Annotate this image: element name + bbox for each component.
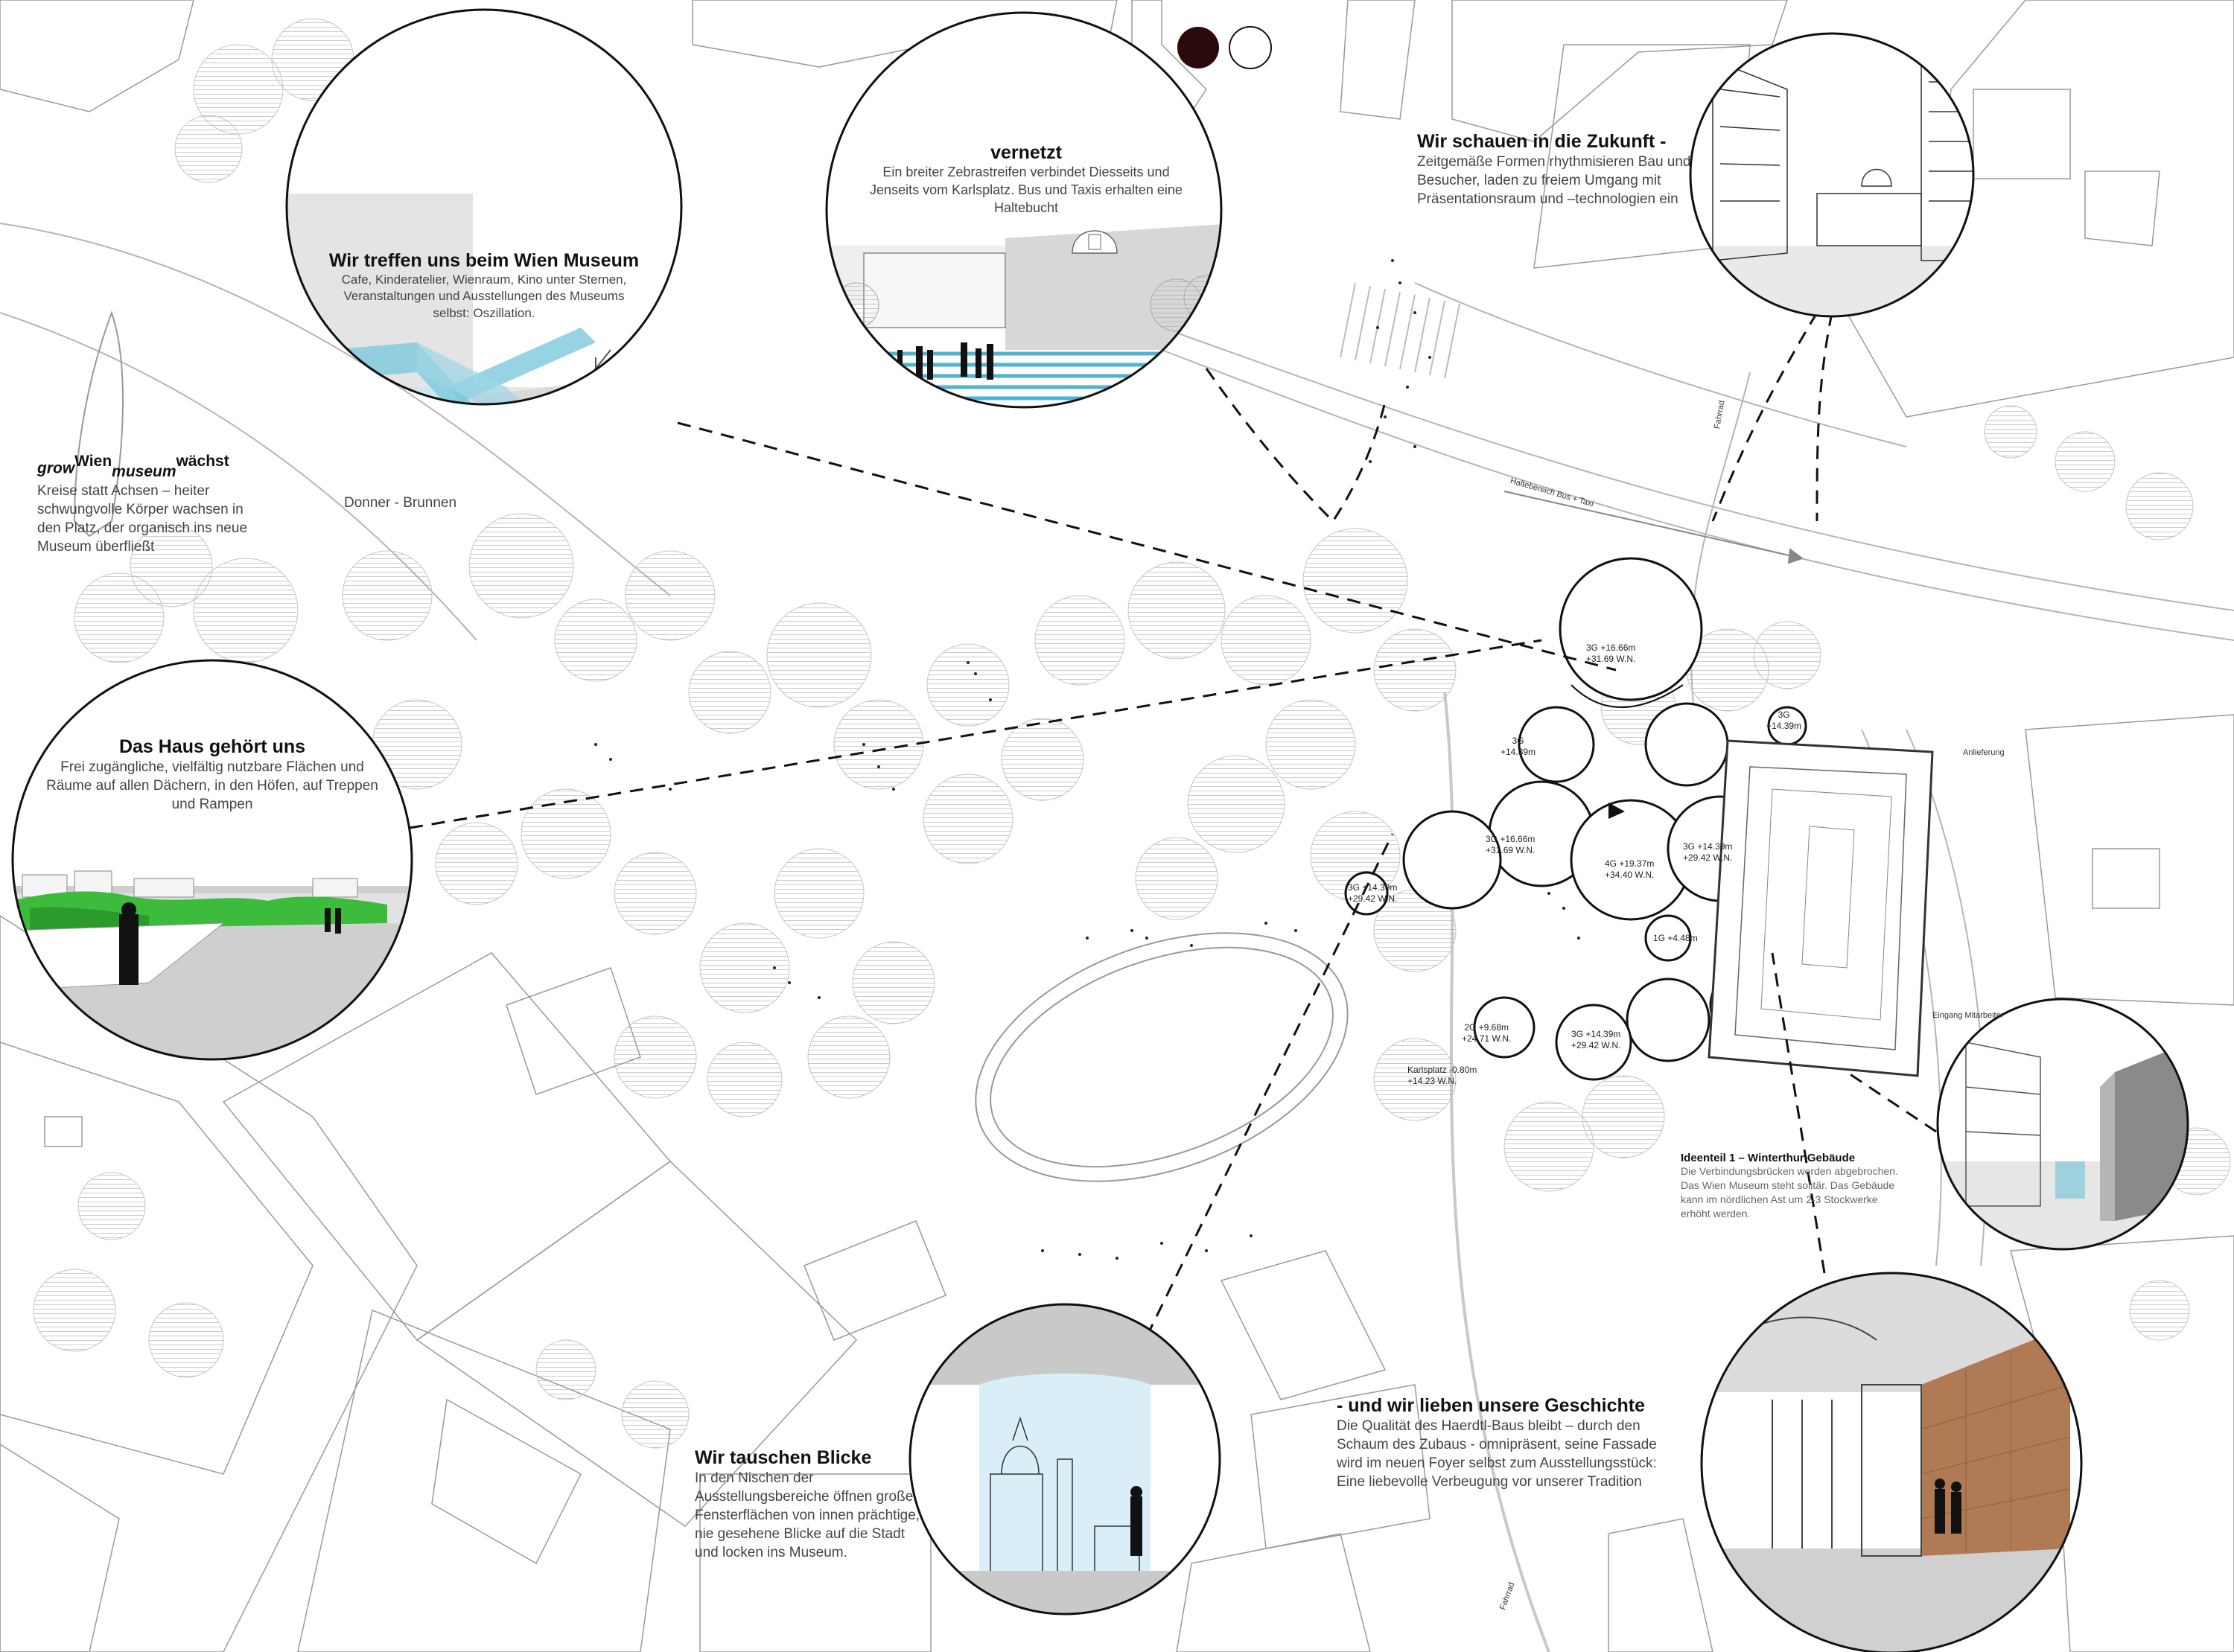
bus-arrow bbox=[1503, 491, 1804, 564]
bubble-label: 3G +14.39m +29.42 W.N. bbox=[1683, 841, 1733, 863]
entrance-arrow bbox=[1608, 803, 1625, 819]
caption-title: Wir tauschen Blicke bbox=[695, 1447, 872, 1468]
caption-vernetzt: vernetzt Ein breiter Zebrastreifen verbi… bbox=[870, 141, 1183, 217]
caption-text: Kreise statt Achsen – heiter schwungvoll… bbox=[37, 482, 248, 555]
bubble-label: 3G +14.39m bbox=[1501, 736, 1536, 757]
caption-text: In den Nischen der Ausstellungsbereiche … bbox=[695, 1470, 920, 1561]
caption-title: growWienmuseumwächst bbox=[37, 453, 268, 482]
caption-text: Frei zugängliche, vielfältig nutzbare Fl… bbox=[46, 759, 378, 813]
dashed-connectors bbox=[409, 312, 1937, 1337]
caption-geschichte: - und wir lieben unsere Geschichte Die Q… bbox=[1337, 1394, 1679, 1491]
trees bbox=[33, 18, 2231, 1449]
vignette-wien-museum bbox=[285, 8, 683, 406]
caption-title: vernetzt bbox=[990, 142, 1062, 163]
caption-title: Das Haus gehört uns bbox=[118, 736, 306, 757]
caption-text: Ein breiter Zebrastreifen verbindet Dies… bbox=[870, 165, 1183, 215]
label-eingang-mitarbeiter: Eingang Mitarbeiter bbox=[1932, 1011, 2004, 1020]
haerdtl-building bbox=[1708, 739, 1934, 1077]
pond bbox=[975, 932, 1349, 1182]
caption-haus: Das Haus gehört uns Frei zugängliche, vi… bbox=[41, 736, 384, 814]
caption-title: - und wir lieben unsere Geschichte bbox=[1337, 1395, 1645, 1416]
caption-zukunft: Wir schauen in die Zukunft - Zeitgemäße … bbox=[1417, 130, 1730, 208]
vignette-zukunft bbox=[1689, 32, 1975, 318]
bubble-connectors bbox=[1571, 684, 1684, 708]
vignette-haus bbox=[11, 659, 413, 1061]
caption-blicke: Wir tauschen Blicke In den Nischen der A… bbox=[695, 1447, 926, 1562]
grow-word: grow bbox=[37, 459, 75, 477]
caption-ideenteil: Ideenteil 1 – Winterthur Gebäude Die Ver… bbox=[1681, 1152, 1904, 1221]
bubble-label: 3G +16.66m +31.69 W.N. bbox=[1586, 642, 1636, 664]
bubble-label: 3G +16.66m +31.69 W.N. bbox=[1486, 834, 1536, 855]
bubble-label: 2G +9.68m +24.71 W.N. bbox=[1462, 1022, 1512, 1044]
bubble-label: 3G +14.39m +29.42 W.N. bbox=[1348, 882, 1398, 904]
dot-filled bbox=[1177, 27, 1219, 68]
label-anlieferung: Anlieferung bbox=[1963, 748, 2005, 757]
caption-title: Wir schauen in die Zukunft - bbox=[1417, 131, 1667, 152]
bubble-label: 3G +14.39m bbox=[1766, 709, 1802, 731]
caption-text: Die Verbindungsbrücken werden abgebroche… bbox=[1681, 1165, 1898, 1219]
bubble-label: 1G +4.48m bbox=[1653, 933, 1698, 943]
caption-wien-museum: Wir treffen uns beim Wien Museum Cafe, K… bbox=[328, 249, 640, 322]
label-donner-brunnen: Donner - Brunnen bbox=[344, 495, 457, 511]
bubble-label: 4G +19.37m +34.40 W.N. bbox=[1605, 858, 1655, 880]
boat-outline bbox=[73, 310, 124, 538]
vignette-blicke bbox=[908, 1303, 1221, 1616]
vignette-vernetzt bbox=[825, 11, 1223, 409]
wien-word: Wien bbox=[74, 453, 112, 470]
vignette-winterthur bbox=[1936, 998, 2189, 1251]
bubble-label: Karlsplatz -0.80m +14.23 W.N. bbox=[1407, 1065, 1477, 1086]
caption-text: Zeitgemäße Formen rhythmisieren Bau und … bbox=[1417, 154, 1691, 208]
vignette-geschichte bbox=[1700, 1272, 2083, 1652]
museum-word: museum bbox=[112, 463, 176, 481]
crosswalk bbox=[1340, 282, 1460, 379]
caption-title: Ideenteil 1 – Winterthur Gebäude bbox=[1681, 1152, 1856, 1164]
caption-text: Cafe, Kinderatelier, Wienraum, Kino unte… bbox=[341, 272, 627, 320]
bubble-label: 3G +14.39m +29.42 W.N. bbox=[1571, 1029, 1621, 1050]
caption-title: Wir treffen uns beim Wien Museum bbox=[328, 250, 640, 271]
waechst-word: wächst bbox=[176, 453, 229, 470]
dot-empty bbox=[1229, 26, 1272, 69]
caption-grow: growWienmuseumwächst Kreise statt Achsen… bbox=[37, 453, 268, 556]
caption-text: Die Qualität des Haerdtl-Baus bleibt – d… bbox=[1337, 1418, 1657, 1490]
